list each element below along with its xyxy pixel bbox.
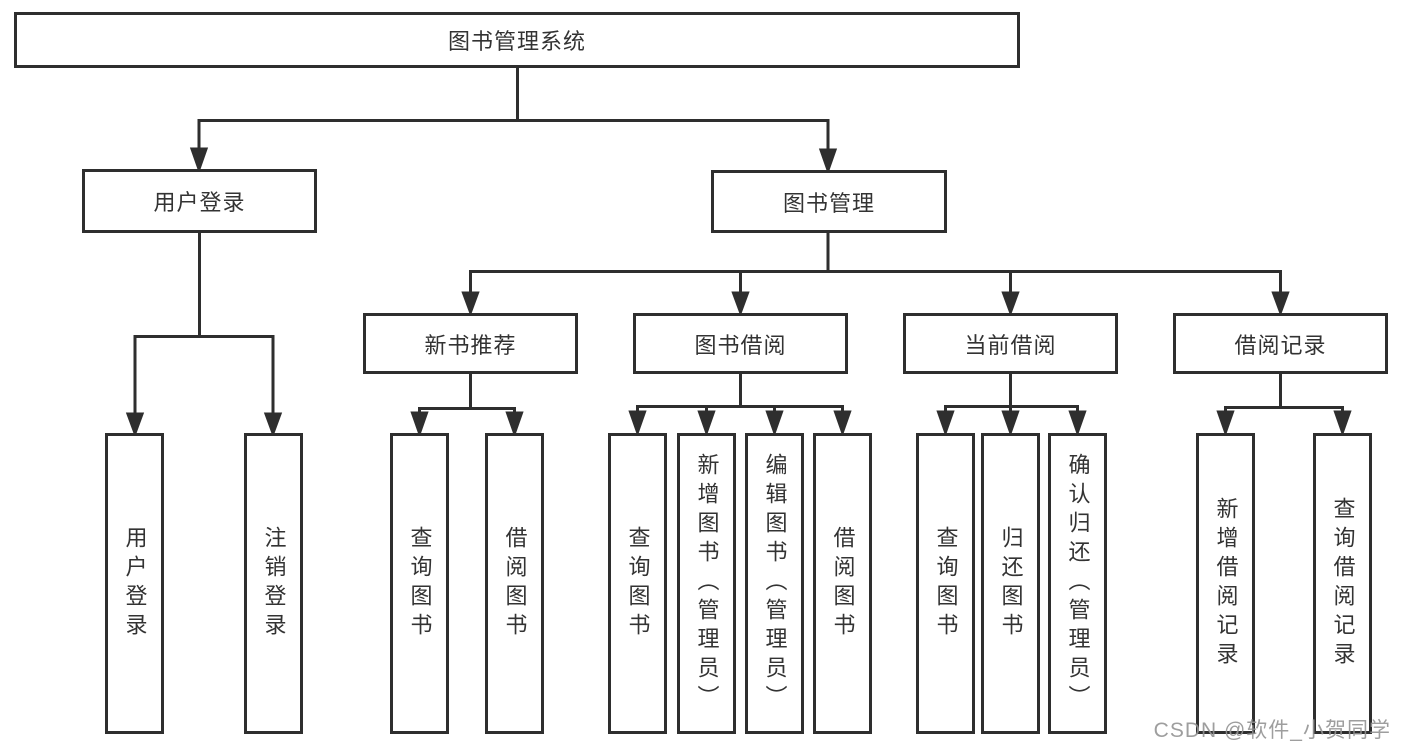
- csdn-watermark: CSDN @软件_小贺同学: [1153, 719, 1391, 742]
- arrowhead: [765, 410, 784, 437]
- leaf-borrow-books: 借阅图书: [813, 433, 872, 734]
- arrowhead: [263, 412, 283, 438]
- leaf-query-books-current: 查询图书: [916, 433, 975, 734]
- arrowhead: [505, 411, 524, 438]
- node-borrowing-records: 借阅记录: [1173, 313, 1388, 374]
- node-current-borrowing: 当前借阅: [903, 313, 1118, 374]
- leaf-user-login: 用户登录: [105, 433, 164, 734]
- arrowhead: [697, 410, 716, 437]
- arrowhead: [833, 410, 852, 437]
- leaf-add-books-admin: 新增图书（管理员）: [677, 433, 736, 734]
- leaf-add-borrow-record: 新增借阅记录: [1196, 433, 1255, 734]
- node-new-book-recommend: 新书推荐: [363, 313, 578, 374]
- arrowhead: [461, 291, 480, 317]
- node-book-management: 图书管理: [711, 170, 947, 233]
- arrowhead: [125, 412, 145, 438]
- connector-root-to-level2: [189, 67, 838, 175]
- connector-userlogin-to-leaves: [125, 233, 283, 438]
- arrowhead: [818, 148, 838, 175]
- leaf-confirm-return-admin: 确认归还（管理员）: [1048, 433, 1107, 734]
- connector-bookmgmt-to-level3: [461, 233, 1290, 317]
- arrowhead: [731, 291, 750, 317]
- arrowhead: [1001, 291, 1020, 317]
- node-root: 图书管理系统: [14, 12, 1020, 68]
- arrowhead: [628, 410, 647, 437]
- arrowhead: [1068, 410, 1087, 437]
- arrowhead: [1216, 410, 1235, 437]
- leaf-query-books-borrowing: 查询图书: [608, 433, 667, 734]
- connector-records-to-leaves: [1216, 374, 1352, 437]
- connector-current-to-leaves: [936, 374, 1087, 437]
- arrowhead: [936, 410, 955, 437]
- leaf-logout: 注销登录: [244, 433, 303, 734]
- leaf-query-books-recommend: 查询图书: [390, 433, 449, 734]
- node-book-borrowing: 图书借阅: [633, 313, 848, 374]
- node-user-login: 用户登录: [82, 169, 317, 233]
- leaf-query-borrow-record: 查询借阅记录: [1313, 433, 1372, 734]
- arrowhead: [1001, 410, 1020, 437]
- leaf-edit-books-admin: 编辑图书（管理员）: [745, 433, 804, 734]
- arrowhead: [1271, 291, 1290, 317]
- arrowhead: [1333, 410, 1352, 437]
- connector-newbooks-to-leaves: [410, 374, 524, 438]
- arrowhead: [189, 147, 209, 174]
- arrowhead: [410, 411, 429, 438]
- connector-borrowing-to-leaves: [628, 374, 852, 437]
- leaf-return-books: 归还图书: [981, 433, 1040, 734]
- leaf-borrow-books-recommend: 借阅图书: [485, 433, 544, 734]
